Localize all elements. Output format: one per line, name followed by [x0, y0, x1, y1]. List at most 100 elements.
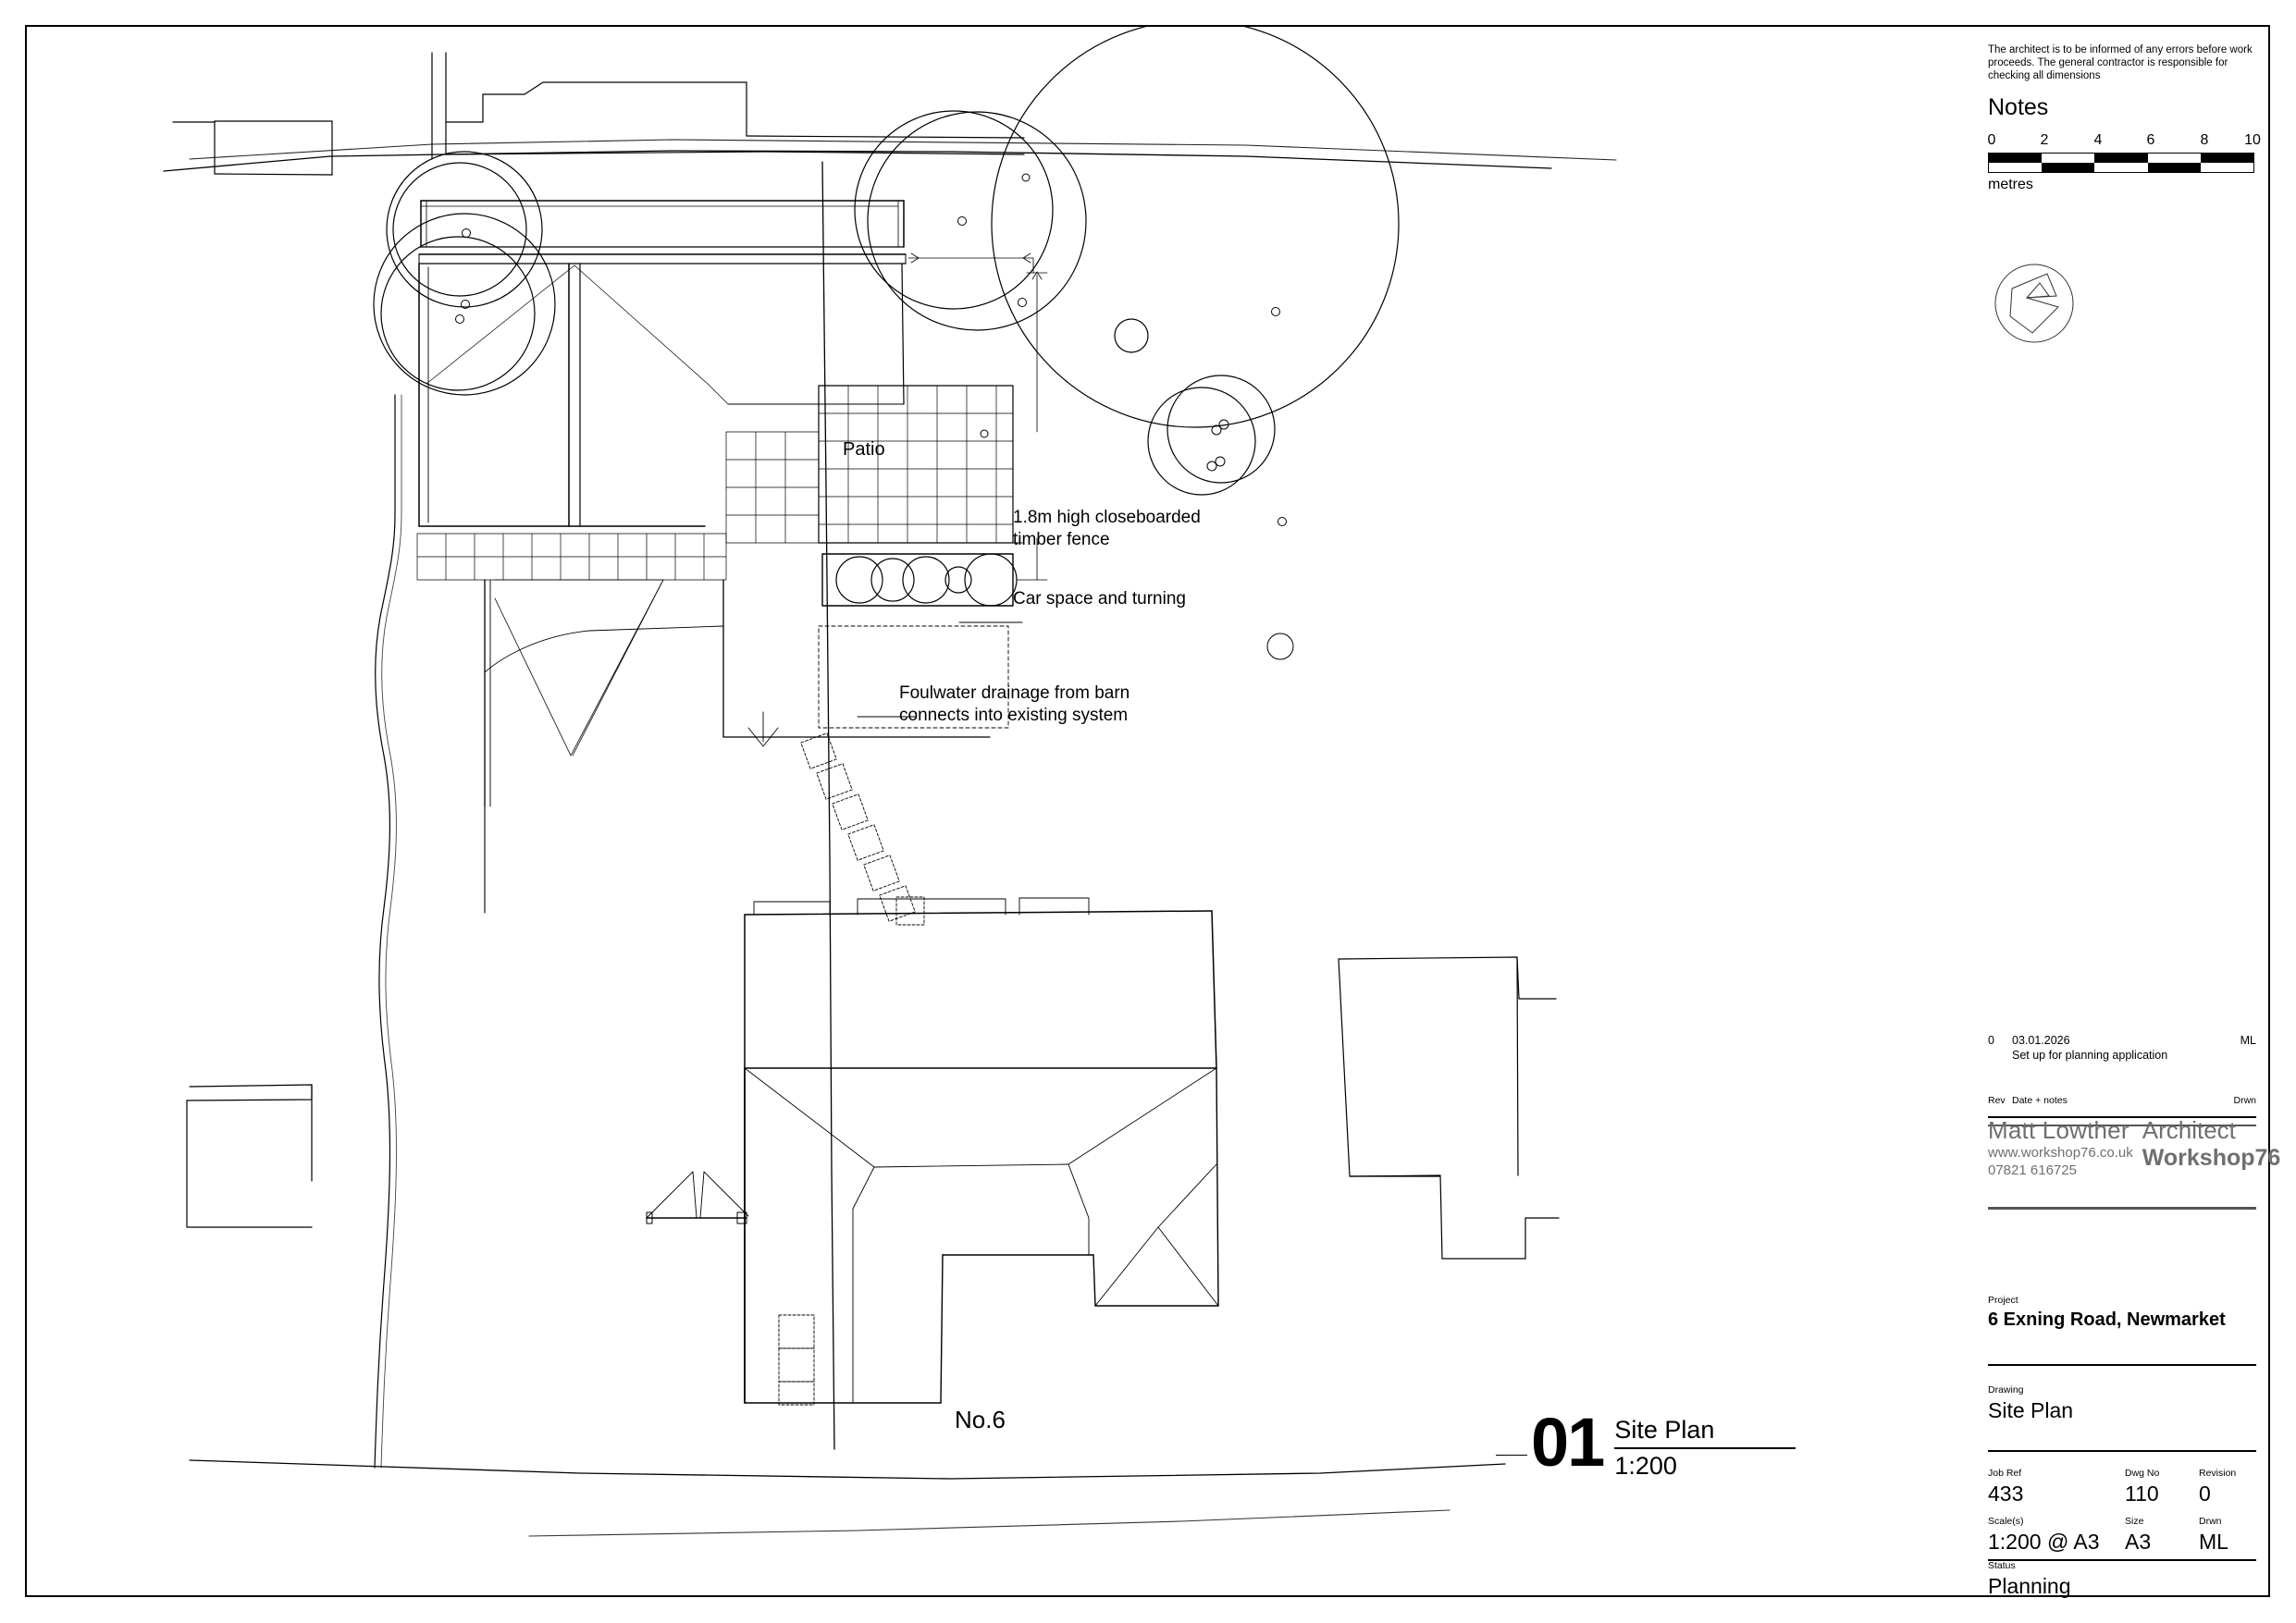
field-size-label: Size: [2125, 1516, 2144, 1527]
turning-head: [494, 579, 664, 756]
tree-trunks: [455, 216, 1294, 660]
rule: [1988, 1364, 2256, 1366]
field-drawn: Drwn ML: [2199, 1511, 2256, 1555]
scale-seg: [2041, 163, 2095, 173]
field-scales: Scale(s) 1:200 @ A3: [1988, 1511, 2122, 1555]
scale-tick-6: 6: [2146, 132, 2155, 148]
scale-seg: [2094, 163, 2148, 173]
practice-role: Architect: [2142, 1116, 2236, 1144]
practice-phone: 07821 616725: [1988, 1162, 2077, 1178]
scale-seg: [1988, 163, 2042, 173]
field-status: Status Planning: [1988, 1555, 2256, 1600]
revision-notes: Set up for planning application: [2012, 1049, 2168, 1062]
site-boundary-left: [374, 394, 402, 1469]
scale-tick-8: 8: [2200, 132, 2209, 148]
practice-identity-inner: Matt Lowther www.workshop76.co.uk 07821 …: [1988, 1116, 2280, 1179]
site-plan-vector: [163, 25, 1617, 1537]
foulwater-drainage-run: [800, 732, 925, 926]
field-scales-label: Scale(s): [1988, 1516, 2024, 1527]
field-project-value: 6 Exning Road, Newmarket: [1988, 1309, 2226, 1330]
field-dwg-no-value: 110: [2125, 1482, 2159, 1506]
site-boundary-right: [821, 161, 835, 1450]
revision-table-headers: Rev Date + notes Drwn: [1988, 1094, 2256, 1111]
field-drawn-label: Drwn: [2199, 1516, 2222, 1527]
upper-plot-lines: [431, 52, 1025, 160]
field-scales-value: 1:200 @ A3: [1988, 1530, 2100, 1554]
annotation-foulwater-drainage: Foulwater drainage from barn connects in…: [899, 683, 1130, 725]
scale-bar-units: metres: [1988, 177, 2033, 192]
field-dwg-no: Dwg No 110: [2125, 1463, 2197, 1507]
revision-date: 03.01.2026: [2012, 1034, 2070, 1047]
neighbour-plot-left: [186, 1084, 313, 1228]
practice-name: Matt Lowther: [1988, 1116, 2129, 1144]
practice-right-column: Architect Workshop76: [2142, 1116, 2281, 1179]
field-references: Job Ref 433 Dwg No 110 Revision 0 Scale(…: [1988, 1463, 2256, 1561]
bin-store-strip: [778, 1314, 815, 1406]
workshop76-logo-icon: [1992, 261, 2077, 350]
drawing-title-texts: Site Plan 1:200: [1614, 1410, 1796, 1481]
revision-header-drawn: Drwn: [2233, 1095, 2256, 1106]
notes-section: The architect is to be informed of any e…: [1988, 43, 2256, 121]
scale-seg: [1988, 153, 2042, 163]
field-status-label: Status: [1988, 1560, 2016, 1571]
field-revision: Revision 0: [2199, 1463, 2256, 1507]
field-drawing-value: Site Plan: [1988, 1398, 2074, 1422]
dimension-lines: [907, 252, 1048, 581]
scale-bar-row-bottom: [1988, 163, 2254, 173]
annotation-car-space: Car space and turning: [1013, 589, 1186, 609]
patio-paving: [416, 385, 1014, 581]
field-revision-value: 0: [2199, 1482, 2211, 1506]
drawing-title-name: Site Plan: [1614, 1416, 1715, 1444]
scale-seg: [2147, 163, 2202, 173]
rule: [1988, 1207, 2256, 1210]
field-size-value: A3: [2125, 1530, 2152, 1554]
drawing-title-rule: [1614, 1447, 1796, 1449]
drawing-title-block: 01 Site Plan 1:200: [1496, 1404, 1796, 1481]
scale-seg: [2041, 153, 2095, 163]
field-size: Size A3: [2125, 1511, 2197, 1555]
scale-tick-10: 10: [2244, 132, 2261, 148]
field-drawing: Drawing Site Plan: [1988, 1380, 2256, 1452]
notes-heading: Notes: [1988, 94, 2049, 120]
site-plan-drawing: [25, 25, 2270, 1597]
drawing-number-leader: [1496, 1455, 1527, 1456]
drainage-arrow: [747, 711, 779, 747]
scale-tick-0: 0: [1987, 132, 1996, 148]
drawing-number: 01: [1531, 1404, 1605, 1481]
annotation-house-number: No.6: [955, 1406, 1006, 1433]
field-job-ref-value: 433: [1988, 1482, 2024, 1506]
revision-row: 0 03.01.2026 Set up for planning applica…: [1988, 1033, 2256, 1064]
refs-row-1: Job Ref 433 Dwg No 110 Revision 0: [1988, 1463, 2256, 1506]
field-drawn-value: ML: [2199, 1530, 2228, 1554]
site-boundary-bottom: [189, 1459, 1506, 1537]
annotation-leaders: [857, 542, 1023, 718]
scale-seg: [2094, 153, 2148, 163]
scale-bar-graphic: [1988, 153, 2254, 173]
rule: [1988, 1124, 2256, 1126]
annotation-patio: Patio: [843, 439, 885, 460]
drawing-title-scale: 1:200: [1614, 1451, 1677, 1480]
tree-canopies: [373, 25, 1400, 496]
field-job-ref: Job Ref 433: [1988, 1463, 2122, 1507]
rule: [1988, 1450, 2256, 1452]
existing-dwelling-roofplan: [744, 897, 1219, 1404]
neighbour-building-top-left: [172, 120, 333, 176]
car-space-box: [818, 625, 1009, 729]
field-project: Project 6 Exning Road, Newmarket: [1988, 1290, 2256, 1366]
annotation-timber-fence: 1.8m high closeboarded timber fence: [1013, 508, 1201, 549]
revision-header-date: Date + notes: [2012, 1095, 2068, 1106]
revision-drawn: ML: [2240, 1034, 2256, 1047]
scale-seg: [2201, 153, 2254, 163]
planting-bed: [821, 553, 1018, 607]
field-dwg-no-label: Dwg No: [2125, 1468, 2160, 1479]
practice-left-column: Matt Lowther www.workshop76.co.uk 07821 …: [1988, 1116, 2133, 1179]
scale-bar-row-top: [1988, 153, 2254, 163]
practice-identity: Matt Lowther www.workshop76.co.uk 07821 …: [1988, 1116, 2280, 1210]
neighbour-building-right: [1338, 956, 1560, 1260]
title-block-panel: The architect is to be informed of any e…: [1973, 25, 2281, 1600]
rule: [1988, 1559, 2256, 1561]
refs-row-2: Scale(s) 1:200 @ A3 Size A3 Drwn ML: [1988, 1511, 2256, 1554]
revision-number: 0: [1988, 1034, 1994, 1047]
field-drawing-label: Drawing: [1988, 1384, 2024, 1396]
